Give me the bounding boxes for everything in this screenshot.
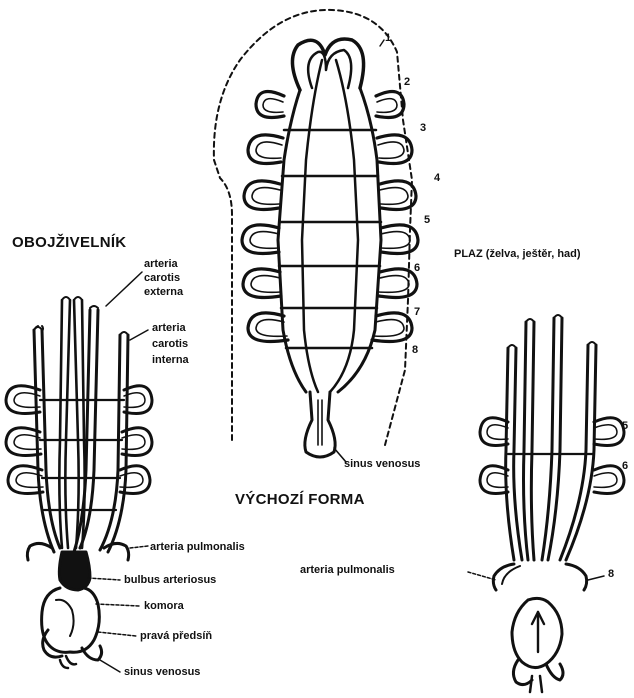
ext-carotid-label-1: arteria (144, 258, 178, 271)
arch-number-7: 7 (414, 306, 420, 319)
amphibian-diagram (6, 272, 152, 672)
center-sinus-venosus-label: sinus venosus (344, 458, 420, 471)
reptile-number-5: 5 (622, 420, 628, 433)
amphibian-sinus-venosus-label: sinus venosus (124, 666, 200, 679)
ext-carotid-label-3: externa (144, 286, 183, 299)
base-form-heading: VÝCHOZÍ FORMA (235, 491, 365, 508)
amphibian-bulbus (59, 552, 90, 590)
bulbus-arteriosus-label: bulbus arteriosus (124, 574, 216, 587)
reptile-number-6: 6 (622, 460, 628, 473)
int-carotid-label-2: carotis (152, 338, 188, 351)
trunk-left-inner (302, 60, 322, 392)
cross-links (279, 130, 381, 348)
reptile-pulmonalis-label: arteria pulmonalis (300, 564, 395, 577)
arch-number-4: 4 (434, 172, 440, 185)
trunk-right-inner (330, 60, 358, 392)
arch-number-2: 2 (404, 76, 410, 89)
arch-number-8: 8 (412, 344, 418, 357)
reptile-diagram (468, 315, 624, 692)
amphibian-heading: OBOJŽIVELNÍK (12, 234, 126, 251)
reptile-number-8: 8 (608, 568, 614, 581)
amphibian-heart (42, 588, 100, 652)
base-form-diagram (214, 10, 418, 462)
arch-number-1: 1 (385, 32, 391, 45)
arch-number-3: 3 (420, 122, 426, 135)
int-carotid-label-1: arteria (152, 322, 186, 335)
ext-carotid-label-2: carotis (144, 272, 180, 285)
arch-number-6: 6 (414, 262, 420, 275)
number-leaders (380, 40, 384, 46)
base-stem (305, 392, 335, 457)
trunk-right-outer (338, 88, 381, 392)
arch-number-5: 5 (424, 214, 430, 227)
int-carotid-label-3: interna (152, 354, 189, 367)
amphibian-pulmonalis-label: arteria pulmonalis (150, 541, 245, 554)
komora-label: komora (144, 600, 184, 613)
reptile-heading: PLAZ (želva, ještěr, had) (454, 248, 581, 261)
prava-predsin-label: pravá předsíň (140, 630, 212, 643)
